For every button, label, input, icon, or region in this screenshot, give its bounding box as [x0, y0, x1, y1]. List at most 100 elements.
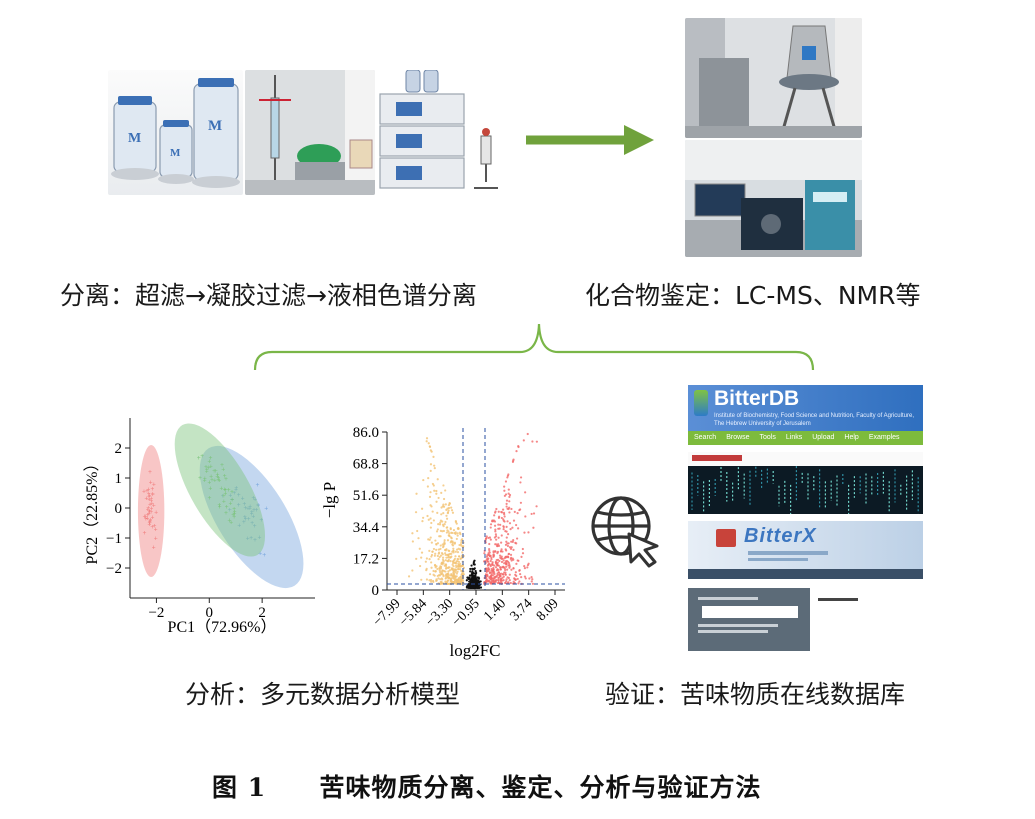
- volcano-up-point: [488, 549, 491, 552]
- volcano-up-point: [491, 561, 494, 564]
- volcano-y-label: −lg P: [320, 482, 339, 519]
- volcano-down-point: [438, 569, 441, 572]
- bitterdb-nav-browse[interactable]: Browse: [726, 434, 750, 441]
- volcano-down-point: [443, 522, 446, 526]
- pca-group-3-point: +: [257, 533, 261, 541]
- volcano-down-point: [440, 513, 443, 516]
- volcano-ns-point: [477, 576, 480, 579]
- matrix-banner-illustration: [688, 466, 923, 514]
- volcano-down-point: [426, 485, 429, 488]
- volcano-up-point: [526, 432, 529, 436]
- volcano-down-point: [415, 557, 418, 560]
- bitterdb-nav-examples[interactable]: Examples: [868, 434, 900, 441]
- volcano-up-point: [515, 542, 518, 545]
- volcano-down-point: [440, 491, 443, 495]
- volcano-down-point: [421, 520, 424, 523]
- pca-group-1-point: +: [146, 511, 150, 519]
- volcano-up-point: [519, 481, 522, 484]
- volcano-down-point: [448, 532, 451, 535]
- volcano-down-point: [439, 529, 442, 533]
- volcano-up-point: [535, 440, 538, 443]
- pca-group-1-point: +: [149, 504, 153, 512]
- pca-group-3-point: +: [237, 522, 241, 530]
- pca-group-2-point: +: [216, 476, 220, 484]
- pca-group-3-point: +: [234, 486, 238, 494]
- volcano-down-point: [433, 466, 436, 470]
- pca-group-2-point: +: [205, 465, 209, 473]
- volcano-down-point: [461, 579, 465, 582]
- volcano-down-point: [425, 569, 428, 572]
- volcano-up-point: [502, 518, 505, 521]
- volcano-up-point: [494, 543, 497, 546]
- pca-group-1-point: +: [142, 513, 146, 521]
- volcano-up-point: [511, 540, 514, 543]
- pca-group-1-point: +: [147, 519, 151, 527]
- volcano-up-point: [523, 567, 527, 570]
- volcano-down-point: [429, 504, 432, 507]
- bitterdb-subtitle: Institute of Biochemistry, Food Science …: [714, 413, 914, 427]
- pca-group-2-point: +: [207, 464, 211, 472]
- pca-group-1-point: +: [148, 519, 152, 527]
- volcano-up-point: [504, 480, 508, 483]
- volcano-down-point: [451, 550, 454, 553]
- volcano-up-point: [498, 559, 501, 563]
- bitterdb-nav-help[interactable]: Help: [844, 434, 859, 441]
- volcano-up-point: [509, 547, 513, 550]
- volcano-up-point: [502, 559, 505, 562]
- volcano-down-point: [450, 531, 453, 534]
- pca-group-1-point: +: [147, 490, 151, 498]
- volcano-up-point: [517, 582, 520, 585]
- volcano-down-point: [460, 539, 463, 542]
- bitterdb-nav-search[interactable]: Search: [694, 434, 717, 441]
- pca-group-2-point: +: [212, 467, 216, 475]
- volcano-down-point: [427, 538, 430, 541]
- volcano-down-point: [445, 531, 448, 534]
- volcano-up-point: [512, 567, 515, 570]
- volcano-down-point: [446, 539, 450, 542]
- volcano-up-point: [495, 569, 499, 572]
- volcano-down-point: [452, 529, 456, 532]
- volcano-down-point: [452, 580, 455, 584]
- volcano-down-point: [431, 579, 435, 583]
- volcano-up-point: [506, 533, 510, 536]
- volcano-up-point: [494, 550, 497, 553]
- pca-group-1-point: +: [147, 521, 151, 529]
- volcano-up-point: [516, 577, 519, 581]
- volcano-down-point: [429, 526, 432, 529]
- bitterdb-screenshot: BitterDB Institute of Biochemistry, Food…: [688, 385, 923, 445]
- volcano-up-point: [505, 580, 508, 583]
- volcano-down-point: [429, 517, 432, 520]
- volcano-up-point: [507, 488, 510, 491]
- lcms-photo: [685, 140, 862, 257]
- pca-group-1-point: +: [148, 517, 152, 525]
- pca-group-2-point: +: [207, 478, 211, 486]
- volcano-up-point: [507, 552, 511, 555]
- pca-group-2-point: +: [231, 511, 235, 519]
- volcano-up-point: [507, 473, 510, 476]
- pca-group-1-point: +: [148, 508, 152, 516]
- volcano-up-point: [501, 508, 505, 511]
- volcano-down-point: [450, 580, 453, 583]
- volcano-up-point: [487, 569, 490, 573]
- volcano-up-point: [516, 559, 519, 562]
- bitterdb-nav-tools[interactable]: Tools: [759, 434, 776, 441]
- volcano-down-point: [436, 478, 439, 481]
- db-search-box[interactable]: [702, 606, 798, 618]
- volcano-down-point: [454, 575, 457, 578]
- bitterdb-nav-upload[interactable]: Upload: [812, 434, 835, 441]
- volcano-up-point: [512, 519, 516, 522]
- volcano-up-point: [489, 582, 492, 585]
- bitterdb-nav-links[interactable]: Links: [785, 434, 803, 441]
- volcano-down-point: [450, 506, 453, 509]
- bitterx-title: BitterX: [744, 525, 817, 547]
- volcano-down-point: [447, 503, 450, 507]
- pca-group-2-point: +: [223, 486, 227, 494]
- pca-group-1-point: +: [143, 529, 147, 537]
- volcano-ns-point: [469, 570, 472, 573]
- volcano-up-point: [497, 510, 500, 513]
- volcano-ns-point: [470, 580, 473, 583]
- volcano-down-point: [454, 550, 457, 553]
- volcano-down-point: [456, 527, 459, 530]
- volcano-up-point: [497, 536, 500, 539]
- volcano-down-point: [445, 566, 448, 569]
